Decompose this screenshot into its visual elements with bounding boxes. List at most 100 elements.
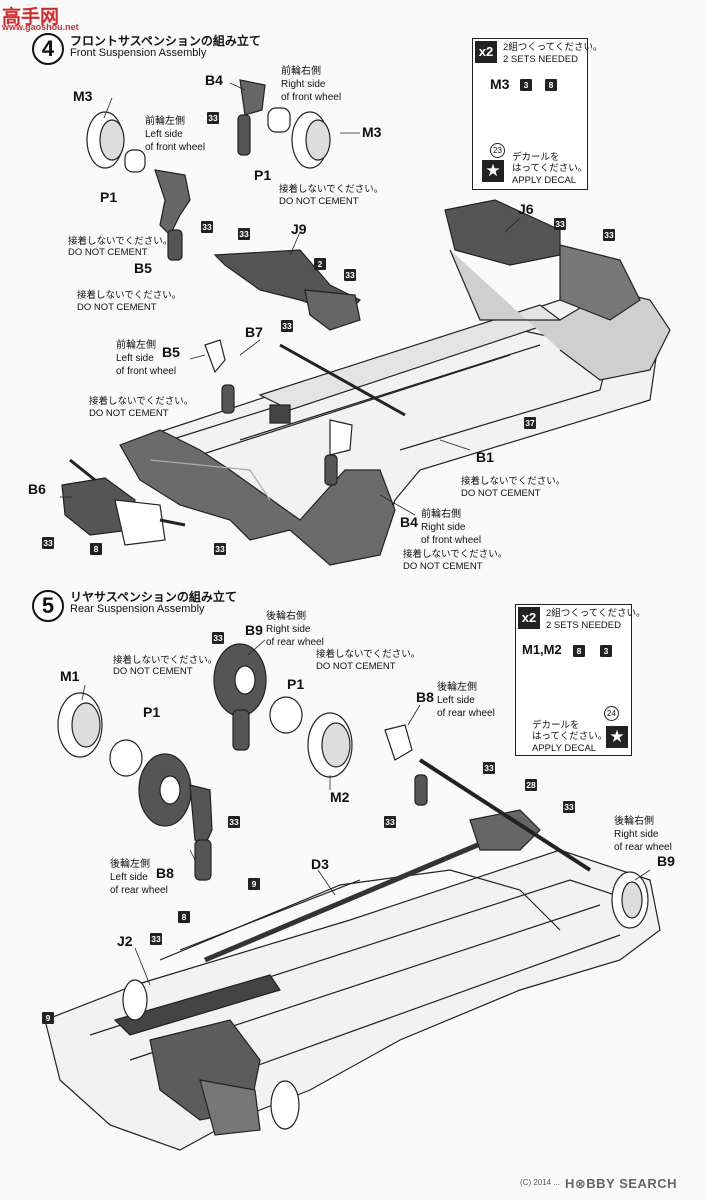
no-cement-2-en: DO NOT CEMENT [68,247,148,258]
no-cement-6-en: DO NOT CEMENT [403,561,483,572]
badge-s4-33-f: 33 [603,229,615,241]
no-cement-5-en: DO NOT CEMENT [461,488,541,499]
label-m1: M1 [60,668,80,684]
b8-left-side-en2: of rear wheel [110,885,168,896]
label-m3-left: M3 [73,88,93,104]
label-b8-left: B8 [156,865,174,881]
label-j6: J6 [518,201,534,217]
badge-s4-33-h: 33 [42,537,54,549]
step-4-callout-jp: 2組つくってください。 [503,42,603,53]
step-4-multiplier: x2 [475,41,497,63]
b4-top-side-en1: Right side [281,79,326,90]
badge-s4-33-a: 33 [207,112,219,124]
step-5-title-en: Rear Suspension Assembly [70,603,205,615]
watermark-logo: 高手网 [2,7,60,28]
label-b9-top: B9 [245,622,263,638]
step-5-decal-jp-1: デカールを [532,720,580,731]
step-4-callout-badge-8: 8 [545,79,557,91]
badge-s5-33-d: 33 [563,801,575,813]
step-5-callout-badge-8: 8 [573,645,585,657]
label-b5-top: B5 [134,260,152,276]
step-5-callout-m1m2: M1,M2 [522,642,562,657]
badge-s4-33-c: 33 [238,228,250,240]
badge-s5-8: 8 [178,911,190,923]
step-5-decal-jp-2: はってください。 [532,731,608,742]
b9-top-side-en1: Right side [266,624,311,635]
step-4-callout-en: 2 SETS NEEDED [503,54,578,65]
label-j2: J2 [117,933,133,949]
step-4-decal-en: APPLY DECAL [512,175,577,186]
b5-mid-side-en2: of front wheel [116,366,177,377]
label-p1-right: P1 [254,167,272,183]
label-b7: B7 [245,324,263,340]
label-b4-bottom: B4 [400,514,418,530]
b9-top-side-jp: 後輪右側 [266,611,306,622]
no-cement-8-jp: 接着しないでください。 [316,649,421,660]
b4-bottom-side-en1: Right side [421,522,466,533]
b8-left-side-en1: Left side [110,872,148,883]
label-b4-top: B4 [205,72,223,88]
badge-s5-33-a: 33 [212,632,224,644]
b4-top-side-en2: of front wheel [281,92,342,103]
label-j9: J9 [291,221,307,237]
b9-right-side-en2: of rear wheel [614,842,672,853]
footer-credit: (C) 2014 ... [520,1178,561,1187]
no-cement-4-jp: 接着しないでください。 [89,396,194,407]
b5-mid-side-en1: Left side [116,353,154,364]
step-4-decal-jp-2: はってください。 [512,163,588,174]
badge-s5-9-a: 9 [248,878,260,890]
no-cement-6-jp: 接着しないでください。 [403,549,508,560]
b5-top-side-en1: Left side [145,129,183,140]
b8-right-side-jp: 後輪左側 [437,682,477,693]
b4-top-side-jp: 前輪右側 [281,66,321,77]
step-5-decal-en: APPLY DECAL [532,743,597,754]
label-p1-right-rear: P1 [287,676,305,692]
b8-left-side-jp: 後輪左側 [110,859,150,870]
no-cement-1-en: DO NOT CEMENT [279,196,359,207]
watermark-url: www.gaoshou.net [2,22,79,32]
step-5-title-jp: リヤサスペンションの組み立て [70,590,237,604]
no-cement-8-en: DO NOT CEMENT [316,661,396,672]
badge-s5-33-e: 33 [384,816,396,828]
label-b8-right: B8 [416,689,434,705]
no-cement-4-en: DO NOT CEMENT [89,408,169,419]
step-4-decal-star-icon: ★ [482,160,504,182]
label-b9-right: B9 [657,853,675,869]
badge-s5-28: 28 [525,779,537,791]
step-4-callout-badge-3: 3 [520,79,532,91]
step-4-title-jp: フロントサスペンションの組み立て [70,34,261,48]
step-5-callout-badge-3: 3 [600,645,612,657]
b8-right-side-en2: of rear wheel [437,708,495,719]
step-4-callout-m3: M3 [490,76,510,92]
step-5-callout-decal-24: 24 [604,706,619,721]
label-p1-left: P1 [100,189,118,205]
badge-s4-33-i: 33 [214,543,226,555]
badge-s4-33-e: 33 [554,218,566,230]
label-b1: B1 [476,449,494,465]
b4-bottom-side-en2: of front wheel [421,535,482,546]
no-cement-3-en: DO NOT CEMENT [77,302,157,313]
b9-top-side-en2: of rear wheel [266,637,324,648]
label-p1-left-rear: P1 [143,704,161,720]
b9-right-side-jp: 後輪右側 [614,816,654,827]
b8-right-side-en1: Left side [437,695,475,706]
no-cement-3-jp: 接着しないでください。 [77,290,182,301]
b5-mid-side-jp: 前輪左側 [116,340,156,351]
no-cement-1-jp: 接着しないでください。 [279,184,384,195]
step-5-number: 5 [32,590,64,622]
badge-s4-2: 2 [314,258,326,270]
label-b5-mid: B5 [162,344,180,360]
b5-top-side-en2: of front wheel [145,142,206,153]
b5-top-side-jp: 前輪左側 [145,116,185,127]
badge-s4-8: 8 [90,543,102,555]
step-4-title-en: Front Suspension Assembly [70,47,207,59]
no-cement-2-jp: 接着しないでください。 [68,236,173,247]
no-cement-7-en: DO NOT CEMENT [113,666,193,677]
badge-s4-33-g: 33 [281,320,293,332]
label-m2: M2 [330,789,350,805]
step-5-decal-star-icon: ★ [606,726,628,748]
label-b6: B6 [28,481,46,497]
b4-bottom-side-jp: 前輪右側 [421,509,461,520]
no-cement-7-jp: 接着しないでください。 [113,655,218,666]
badge-s4-37: 37 [524,417,536,429]
